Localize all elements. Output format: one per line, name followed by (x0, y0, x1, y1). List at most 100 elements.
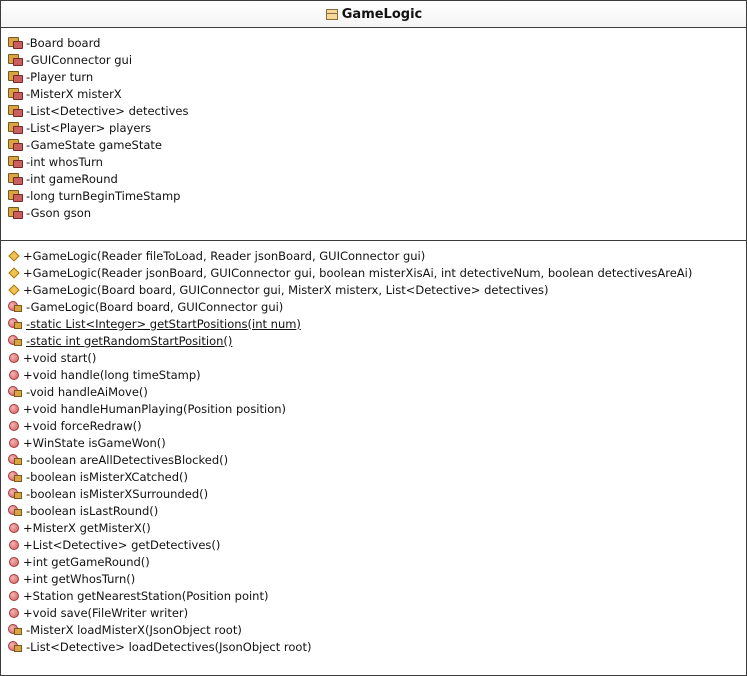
method-row[interactable]: +int getGameRound() (1, 553, 746, 570)
method-text: +int getWhosTurn() (23, 571, 136, 586)
fields-compartment: -Board board -GUIConnector gui -Player tur… (1, 28, 746, 241)
method-text: +int getGameRound() (23, 554, 150, 569)
method-text: -GameLogic(Board board, GUIConnector gui… (26, 299, 284, 314)
method-text: +WinState isGameWon() (23, 435, 166, 450)
private-method-icon (8, 470, 23, 483)
field-text: -GUIConnector gui (26, 52, 133, 67)
method-row[interactable]: +WinState isGameWon() (1, 434, 746, 451)
field-icon (8, 206, 23, 219)
method-row[interactable]: +MisterX getMisterX() (1, 519, 746, 536)
method-icon (8, 590, 20, 602)
field-row[interactable]: -MisterX misterX (1, 85, 746, 102)
method-text: -static List<Integer> getStartPositions(… (26, 316, 301, 331)
class-icon (325, 8, 338, 20)
field-row[interactable]: -List<Detective> detectives (1, 102, 746, 119)
method-text: +void start() (23, 350, 97, 365)
private-constructor-icon (8, 300, 23, 313)
method-icon (8, 607, 20, 619)
method-text: +MisterX getMisterX() (23, 520, 151, 535)
field-icon (8, 172, 23, 185)
constructor-icon (8, 283, 20, 296)
method-icon (8, 522, 20, 534)
field-row[interactable]: -Board board (1, 34, 746, 51)
field-row[interactable]: -Player turn (1, 68, 746, 85)
field-icon (8, 189, 23, 202)
class-title: GameLogic (341, 6, 423, 22)
private-method-icon (8, 317, 23, 330)
method-row[interactable]: -static List<Integer> getStartPositions(… (1, 315, 746, 332)
field-text: -Board board (26, 35, 101, 50)
method-row[interactable]: +void forceRedraw() (1, 417, 746, 434)
method-text: -boolean areAllDetectivesBlocked() (26, 452, 229, 467)
method-text: +GameLogic(Reader fileToLoad, Reader jso… (23, 248, 426, 263)
method-row[interactable]: -void handleAiMove() (1, 383, 746, 400)
method-text: -boolean isMisterXCatched() (26, 469, 188, 484)
method-row[interactable]: -GameLogic(Board board, GUIConnector gui… (1, 298, 746, 315)
field-row[interactable]: -GameState gameState (1, 136, 746, 153)
field-row[interactable]: -Gson gson (1, 204, 746, 221)
field-icon (8, 104, 23, 117)
field-row[interactable]: -GUIConnector gui (1, 51, 746, 68)
field-icon (8, 121, 23, 134)
field-text: -Player turn (26, 69, 94, 84)
method-row[interactable]: +void handleHumanPlaying(Position positi… (1, 400, 746, 417)
method-row[interactable]: +void handle(long timeStamp) (1, 366, 746, 383)
private-method-icon (8, 623, 23, 636)
method-row[interactable]: +GameLogic(Reader jsonBoard, GUIConnecto… (1, 264, 746, 281)
method-row[interactable]: -boolean isMisterXCatched() (1, 468, 746, 485)
private-method-icon (8, 385, 23, 398)
method-row[interactable]: +List<Detective> getDetectives() (1, 536, 746, 553)
method-row[interactable]: -static int getRandomStartPosition() (1, 332, 746, 349)
private-method-icon (8, 334, 23, 347)
method-row[interactable]: -boolean isLastRound() (1, 502, 746, 519)
method-icon (8, 539, 20, 551)
field-text: -List<Player> players (26, 120, 152, 135)
field-text: -GameState gameState (26, 137, 162, 152)
field-icon (8, 53, 23, 66)
method-text: +Station getNearestStation(Position poin… (23, 588, 269, 603)
method-row[interactable]: +GameLogic(Reader fileToLoad, Reader jso… (1, 247, 746, 264)
field-icon (8, 138, 23, 151)
method-row[interactable]: +Station getNearestStation(Position poin… (1, 587, 746, 604)
class-header: GameLogic (1, 1, 746, 28)
field-icon (8, 36, 23, 49)
private-method-icon (8, 640, 23, 653)
private-method-icon (8, 487, 23, 500)
field-text: -MisterX misterX (26, 86, 122, 101)
method-row[interactable]: +void start() (1, 349, 746, 366)
method-text: +GameLogic(Board board, GUIConnector gui… (23, 282, 549, 297)
method-row[interactable]: +void save(FileWriter writer) (1, 604, 746, 621)
method-text: +void forceRedraw() (23, 418, 142, 433)
method-text: +GameLogic(Reader jsonBoard, GUIConnecto… (23, 265, 693, 280)
method-text: -static int getRandomStartPosition() (26, 333, 233, 348)
field-row[interactable]: -long turnBeginTimeStamp (1, 187, 746, 204)
method-icon (8, 352, 20, 364)
method-row[interactable]: -boolean isMisterXSurrounded() (1, 485, 746, 502)
field-text: -int gameRound (26, 171, 118, 186)
method-row[interactable]: +GameLogic(Board board, GUIConnector gui… (1, 281, 746, 298)
method-row[interactable]: -List<Detective> loadDetectives(JsonObje… (1, 638, 746, 655)
method-text: +void handle(long timeStamp) (23, 367, 201, 382)
method-row[interactable]: -boolean areAllDetectivesBlocked() (1, 451, 746, 468)
method-icon (8, 403, 20, 415)
field-text: -List<Detective> detectives (26, 103, 189, 118)
method-text: -List<Detective> loadDetectives(JsonObje… (26, 639, 312, 654)
method-text: -boolean isLastRound() (26, 503, 159, 518)
constructor-icon (8, 249, 20, 262)
field-text: -int whosTurn (26, 154, 103, 169)
method-icon (8, 437, 20, 449)
method-icon (8, 420, 20, 432)
constructor-icon (8, 266, 20, 279)
field-row[interactable]: -int whosTurn (1, 153, 746, 170)
methods-compartment: +GameLogic(Reader fileToLoad, Reader jso… (1, 241, 746, 655)
field-row[interactable]: -int gameRound (1, 170, 746, 187)
method-row[interactable]: -MisterX loadMisterX(JsonObject root) (1, 621, 746, 638)
private-method-icon (8, 453, 23, 466)
field-row[interactable]: -List<Player> players (1, 119, 746, 136)
method-icon (8, 369, 20, 381)
method-text: +void handleHumanPlaying(Position positi… (23, 401, 287, 416)
method-text: +List<Detective> getDetectives() (23, 537, 221, 552)
method-row[interactable]: +int getWhosTurn() (1, 570, 746, 587)
method-text: -boolean isMisterXSurrounded() (26, 486, 209, 501)
